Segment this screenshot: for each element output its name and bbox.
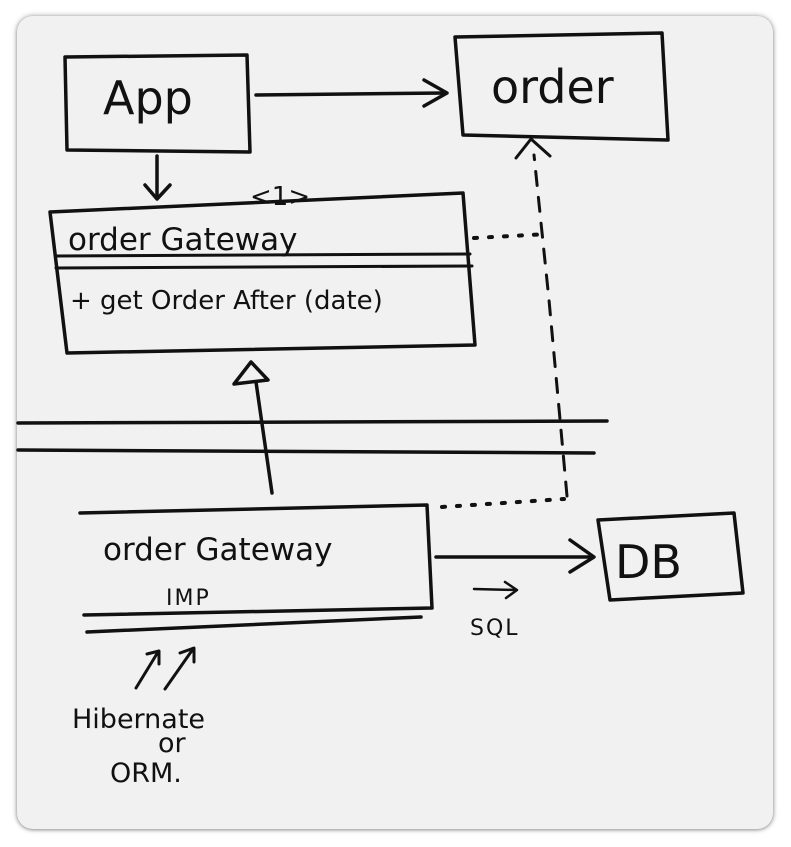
hibernate-annotation: Hibernate or ORM.	[72, 704, 205, 789]
gateway-stereotype: <1>	[250, 182, 310, 212]
boundary-line-top	[16, 419, 609, 425]
db-label: DB	[615, 535, 682, 589]
gateway-name-divider	[54, 252, 472, 258]
app-label: App	[103, 71, 193, 125]
boundary-line-bottom	[16, 448, 596, 455]
app-to-order-arrow	[254, 78, 449, 108]
annotation-arrows	[134, 646, 196, 691]
annotation-line-3: ORM.	[110, 758, 182, 789]
gateway-interface-node: <1> order Gateway + get Order After (dat…	[48, 182, 477, 355]
db-node: DB	[596, 511, 745, 602]
app-box	[63, 53, 252, 154]
gateway-impl-node: order Gateway IMP	[78, 503, 434, 634]
order-box	[453, 31, 670, 142]
impl-realizes-gateway-arrow	[232, 360, 274, 495]
layer-boundary	[16, 419, 609, 455]
db-box	[596, 511, 745, 602]
impl-to-db-arrow	[434, 538, 596, 574]
gateway-dotted-link	[472, 232, 550, 240]
order-node: order	[453, 31, 670, 142]
impl-dotted-link	[440, 497, 566, 509]
order-label: order	[491, 60, 614, 114]
impl-to-order-dependency	[514, 137, 569, 498]
gateway-method: + get Order After (date)	[70, 286, 383, 316]
annotation-line-2: or	[158, 728, 187, 759]
app-node: App	[63, 53, 252, 154]
impl-suffix: IMP	[166, 586, 211, 611]
gateway-box	[48, 191, 477, 355]
sql-label: SQL	[470, 616, 520, 641]
sql-edge-label: SQL	[470, 580, 520, 641]
gateway-name: order Gateway	[68, 222, 297, 258]
impl-name: order Gateway	[103, 532, 332, 568]
impl-box	[78, 503, 434, 617]
gateway-method-divider	[54, 264, 474, 270]
annotation-line-1: Hibernate	[72, 704, 205, 735]
impl-underline	[85, 615, 423, 634]
app-to-gateway-arrow	[143, 154, 172, 201]
